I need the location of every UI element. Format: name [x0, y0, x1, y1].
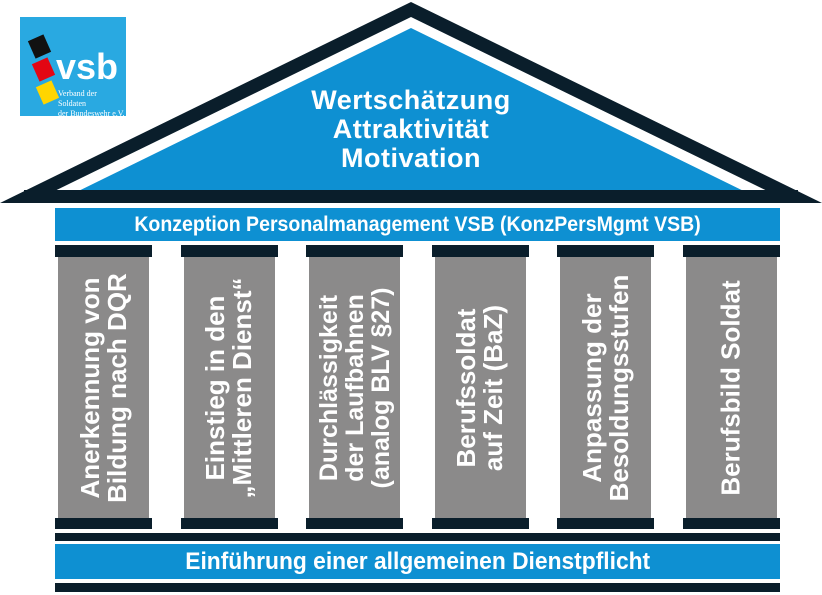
logo-subtitle: Verband der Soldaten der Bundeswehr e.V. — [58, 89, 126, 119]
pillar-row: Anerkennung von Bildung nach DQR Einstie… — [55, 245, 780, 529]
pillar-berufssoldat: Berufssoldat auf Zeit (BaZ) — [431, 245, 529, 529]
pillar-label-line: Anerkennung von — [74, 277, 105, 499]
pillar-capital — [557, 245, 655, 257]
roof-line-1: Wertschätzung — [311, 85, 511, 115]
pillar-base — [55, 518, 152, 529]
pillar-shaft: Anerkennung von Bildung nach DQR — [58, 257, 149, 518]
pillar-label-line: (analog BLV §27) — [366, 287, 395, 488]
pillar-berufsbild: Berufsbild Soldat — [682, 245, 780, 529]
pillar-anerkennung: Anerkennung von Bildung nach DQR — [55, 245, 152, 529]
pillar-label-line: „Mittleren Dienst“ — [227, 276, 258, 499]
roof-eave-band — [24, 190, 798, 203]
pillar-label-line: Berufsbild Soldat — [715, 279, 746, 496]
foundation-band — [55, 583, 780, 592]
pillar-label-line: Besoldungsstufen — [603, 274, 634, 501]
pillar-anpassung: Anpassung der Besoldungsstufen — [557, 245, 655, 529]
pillar-label: Anerkennung von Bildung nach DQR — [74, 259, 132, 517]
pillar-label-line: Einstieg in den — [200, 295, 231, 480]
pillar-base — [557, 518, 655, 529]
pillar-label-line: auf Zeit (BaZ) — [478, 304, 509, 471]
roof-title: Wertschätzung Attraktivität Motivation — [0, 86, 822, 173]
beam-label: Konzeption Personalmanagement VSB (KonzP… — [134, 212, 701, 236]
pillar-base — [306, 518, 404, 529]
pillar-label: Berufsbild Soldat — [715, 259, 746, 517]
pillar-base — [682, 518, 780, 529]
logo-subtitle-line-1: Verband der Soldaten — [58, 89, 97, 108]
logo-acronym: vsb — [56, 46, 119, 87]
pillar-label: Anpassung der Besoldungsstufen — [576, 259, 634, 517]
pillar-base — [431, 518, 529, 529]
roof-line-3: Motivation — [341, 143, 481, 173]
pillar-capital — [431, 245, 529, 257]
pillar-shaft: Berufsbild Soldat — [685, 257, 777, 518]
base-dienstpflicht: Einführung einer allgemeinen Dienstpflic… — [55, 544, 780, 579]
flag-red-diamond-icon — [31, 57, 56, 82]
pillar-label-line: Bildung nach DQR — [101, 272, 132, 503]
pillar-base — [180, 518, 278, 529]
beam-konzeption: Konzeption Personalmanagement VSB (KonzP… — [55, 208, 780, 241]
pillar-label: Durchlässigkeit der Laufbahnen (analog B… — [314, 259, 395, 517]
pillar-label: Einstieg in den „Mittleren Dienst“ — [200, 259, 258, 517]
pillar-durchlaessigkeit: Durchlässigkeit der Laufbahnen (analog B… — [306, 245, 404, 529]
roof-shape — [0, 2, 822, 203]
flag-black-diamond-icon — [27, 34, 52, 59]
pillar-label-line: Anpassung der — [576, 292, 607, 483]
vsb-logo: vsb Verband der Soldaten der Bundeswehr … — [20, 17, 126, 119]
pillar-capital — [180, 245, 278, 257]
roof-line-2: Attraktivität — [332, 114, 490, 144]
pillar-shaft: Durchlässigkeit der Laufbahnen (analog B… — [309, 257, 401, 518]
logo-subtitle-line-2: der Bundeswehr e.V. — [58, 109, 125, 118]
pillar-capital — [306, 245, 404, 257]
pillar-label-line: Berufssoldat — [451, 308, 482, 467]
pillar-shaft: Anpassung der Besoldungsstufen — [560, 257, 652, 518]
pillar-label: Berufssoldat auf Zeit (BaZ) — [451, 259, 509, 517]
pillar-shaft: Einstieg in den „Mittleren Dienst“ — [183, 257, 275, 518]
pillar-einstieg: Einstieg in den „Mittleren Dienst“ — [180, 245, 278, 529]
pillar-capital — [682, 245, 780, 257]
base-label: Einführung einer allgemeinen Dienstpflic… — [185, 547, 650, 575]
pillar-shaft: Berufssoldat auf Zeit (BaZ) — [434, 257, 526, 518]
pillar-label-line: Durchlässigkeit — [314, 294, 343, 481]
roof-fill-blue — [54, 28, 768, 203]
pillar-label-line: der Laufbahnen — [340, 293, 369, 482]
stylobate-band — [55, 533, 780, 541]
pillar-capital — [55, 245, 152, 257]
